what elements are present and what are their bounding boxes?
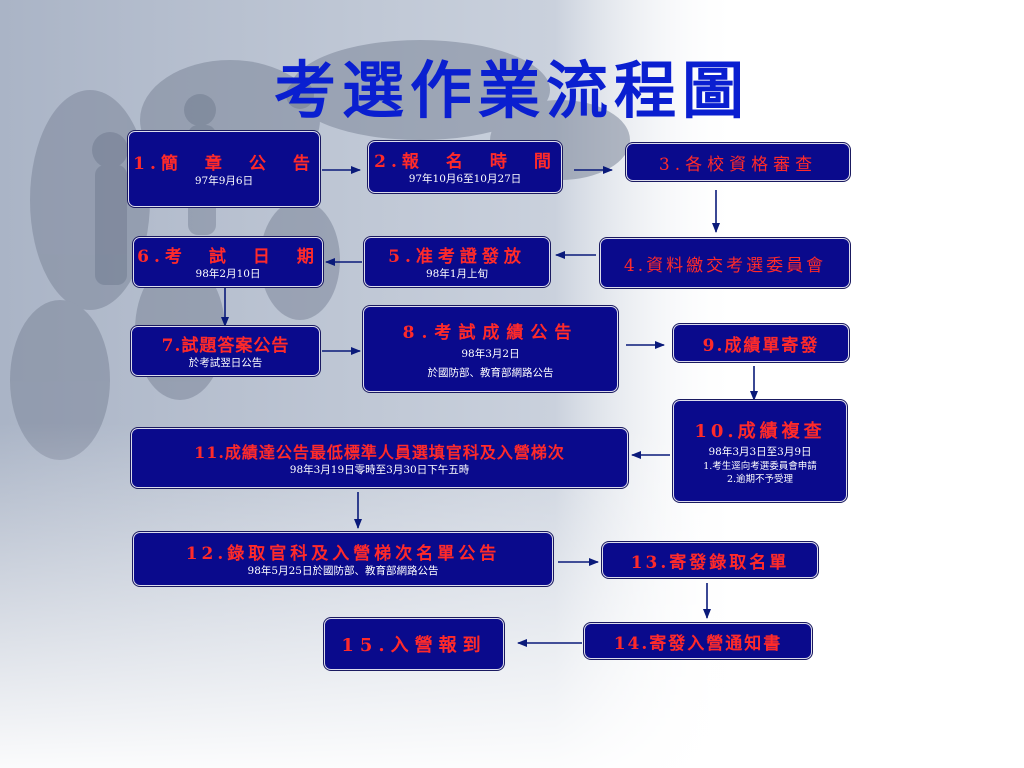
step-7-note: 於考試翌日公告 — [188, 357, 263, 369]
step-7-answers: 7.試題答案公告 於考試翌日公告 — [131, 326, 320, 376]
step-14-send-notice: 14.寄發入營通知書 — [584, 623, 812, 659]
step-10-note-2: 2.逾期不予受理 — [726, 473, 794, 485]
page-title: 考選作業流程圖 — [273, 54, 750, 127]
step-2-date: 97年10月6至10月27日 — [408, 173, 522, 185]
step-5-admission-card: 5.准考證發放 98年1月上旬 — [364, 237, 550, 287]
step-11-label: 11.成績達公告最低標準人員選填官科及入營梯次 — [194, 442, 565, 462]
step-12-label: 12.錄取官科及入營梯次名單公告 — [185, 544, 501, 564]
step-15-report: 15.入營報到 — [324, 618, 504, 670]
step-14-label: 14.寄發入營通知書 — [613, 633, 783, 654]
step-5-date: 98年1月上旬 — [425, 268, 489, 280]
step-1-label: 1.簡 章 公 告 — [133, 154, 315, 174]
step-11-date: 98年3月19日零時至3月30日下午五時 — [289, 463, 470, 476]
step-13-send-list: 13.寄發錄取名單 — [602, 542, 818, 578]
step-10-note-1: 1.考生逕向考選委員會申請 — [703, 460, 817, 472]
step-4-label: 4.資料繳交考選委員會 — [623, 255, 827, 276]
step-8-scores: 8.考試成績公告 98年3月2日 於國防部、教育部網路公告 — [363, 306, 618, 392]
step-6-label: 6.考 試 日 期 — [137, 247, 319, 267]
step-9-score-report: 9.成績單寄發 — [673, 324, 849, 362]
step-3-label: 3.各校資格審查 — [658, 154, 818, 175]
step-10-label: 10.成績複查 — [694, 420, 826, 442]
step-5-label: 5.准考證發放 — [388, 247, 526, 267]
step-15-label: 15.入營報到 — [341, 635, 487, 656]
step-13-label: 13.寄發錄取名單 — [630, 552, 790, 573]
step-11-selection: 11.成績達公告最低標準人員選填官科及入營梯次 98年3月19日零時至3月30日… — [131, 428, 628, 488]
step-1-brochure: 1.簡 章 公 告 97年9月6日 — [128, 131, 320, 207]
step-1-date: 97年9月6日 — [194, 175, 254, 187]
step-2-label: 2.報 名 時 間 — [374, 152, 556, 172]
step-10-recheck: 10.成績複查 98年3月3日至3月9日 1.考生逕向考選委員會申請 2.逾期不… — [673, 400, 847, 502]
step-4-submit: 4.資料繳交考選委員會 — [600, 238, 850, 288]
step-9-label: 9.成績單寄發 — [702, 335, 820, 356]
step-3-review: 3.各校資格審查 — [626, 143, 850, 181]
step-6-exam-date: 6.考 試 日 期 98年2月10日 — [133, 237, 323, 287]
step-2-registration: 2.報 名 時 間 97年10月6至10月27日 — [368, 141, 562, 193]
step-10-date: 98年3月3日至3月9日 — [708, 445, 812, 458]
step-7-label: 7.試題答案公告 — [161, 336, 290, 356]
step-6-date: 98年2月10日 — [195, 268, 261, 280]
step-8-note: 於國防部、教育部網路公告 — [427, 366, 554, 379]
step-8-label: 8.考試成績公告 — [402, 322, 579, 343]
step-12-list-announce: 12.錄取官科及入營梯次名單公告 98年5月25日於國防部、教育部網路公告 — [133, 532, 553, 586]
step-8-date: 98年3月2日 — [461, 347, 520, 360]
step-12-date: 98年5月25日於國防部、教育部網路公告 — [247, 565, 439, 577]
